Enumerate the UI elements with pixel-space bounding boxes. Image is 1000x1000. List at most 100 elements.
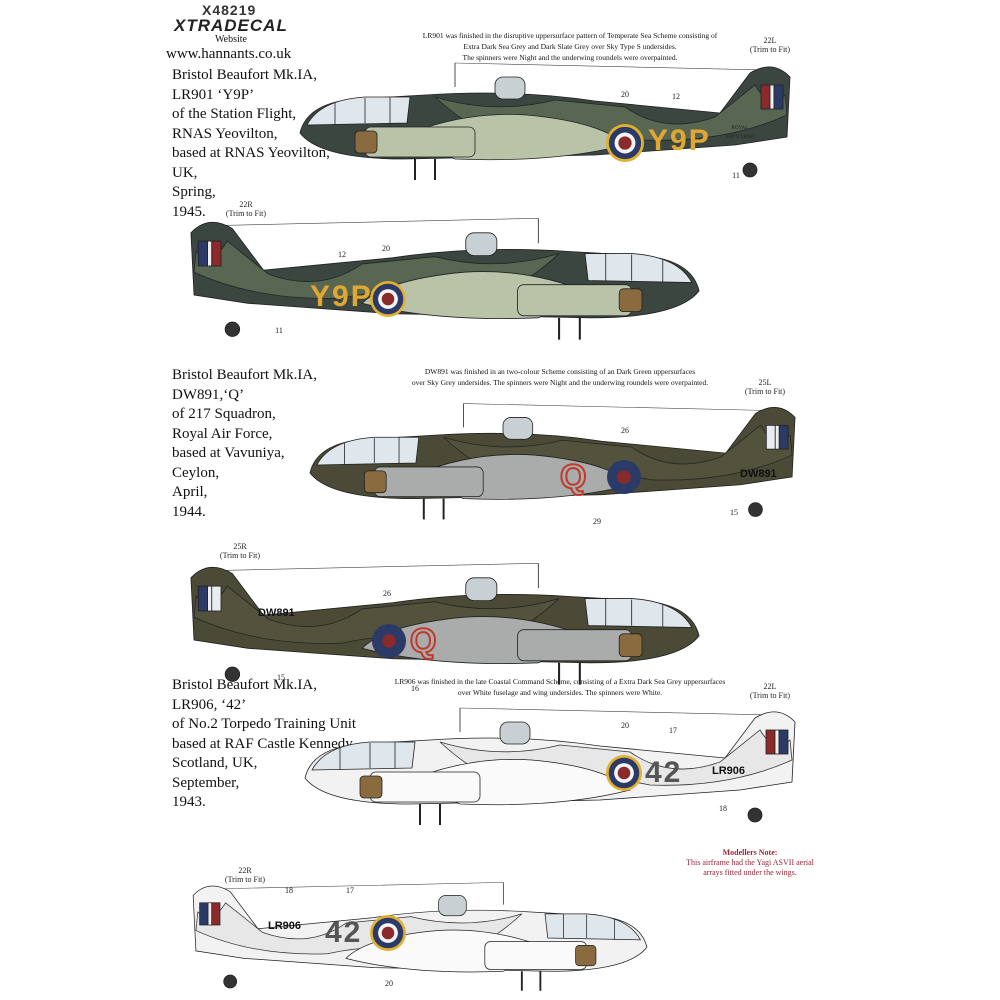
title-line: 1945.	[172, 203, 206, 220]
note-line: DW891 was finished in an two-colour Sche…	[424, 367, 696, 376]
spinner	[618, 288, 643, 313]
tail-wheel	[224, 321, 241, 337]
dorsal-turret	[502, 417, 534, 440]
tail-wheel	[748, 502, 763, 517]
callout-fin-flash: 22L(Trim to Fit)	[749, 36, 791, 54]
title-line: based at RAF Castle Kennedy,	[172, 735, 356, 752]
brand-name: XTRADECAL	[174, 16, 288, 35]
spinner	[618, 633, 643, 658]
callout-number: 11	[732, 171, 740, 180]
dorsal-turret	[465, 232, 498, 257]
callout-number: 11	[275, 326, 283, 335]
code-42: 42	[645, 756, 683, 789]
title-line: based at Vavuniya,	[172, 445, 285, 461]
code-letters-y9p: Y9P	[648, 124, 711, 157]
canopy	[316, 436, 420, 466]
spinner	[364, 470, 387, 494]
callout-fin-flash: 22R(Trim to Fit)	[225, 200, 267, 218]
callout-fin-flash: 22L(Trim to Fit)	[749, 682, 791, 700]
spinner	[359, 775, 383, 799]
title-line: based at RNAS Yeovilton,	[172, 145, 330, 161]
roundel	[606, 124, 644, 167]
code-letter-q: Q	[409, 621, 439, 661]
note-line: over Sky Grey undersides. The spinners w…	[411, 378, 709, 387]
scheme-title-lr901: Bristol Beaufort Mk.IA, LR901 ‘Y9P’ of t…	[172, 66, 330, 222]
fin-flash-red	[760, 84, 771, 110]
engine-nacelle	[369, 771, 481, 803]
engine-nacelle	[517, 284, 633, 317]
roundel-red	[618, 136, 632, 150]
aircraft-profile-lr901-port	[299, 62, 791, 180]
product-code: X48219	[202, 2, 257, 18]
note-line: LR901 was finished in the disruptive upp…	[422, 31, 718, 40]
engine-nacelle	[517, 629, 633, 662]
canopy	[544, 913, 641, 941]
modellers-note-title: Modellers Note:	[722, 848, 778, 857]
fin-flash-white	[769, 84, 775, 110]
fin-flash-red	[211, 240, 222, 267]
callout-number: 26	[383, 589, 391, 598]
scheme-note-dw891: DW891 was finished in an two-colour Sche…	[310, 366, 810, 388]
website-label: Website	[215, 34, 247, 45]
tail-wheel	[742, 162, 758, 178]
roundel	[372, 624, 406, 663]
title-line: LR901 ‘Y9P’	[172, 86, 255, 103]
callout-fin-flash: 25R(Trim to Fit)	[219, 542, 261, 560]
engine-nacelle	[484, 941, 588, 970]
roundel-red	[381, 926, 395, 940]
title-line: Royal Air Force,	[172, 425, 273, 442]
fin-flash-blue	[197, 585, 208, 612]
callout-number: 26	[621, 426, 629, 435]
scheme-title-lr906: Bristol Beaufort Mk.IA, LR906, ‘42’ of N…	[172, 676, 356, 813]
serial-dw891: DW891	[258, 607, 295, 619]
fin-flash-white	[774, 729, 780, 755]
serial-lr901: ROYAL NAVY LR901	[725, 126, 755, 140]
note-line: over White fuselage and wing undersides.…	[457, 688, 663, 697]
callout-number: 20	[385, 979, 393, 988]
callout-number: 16	[411, 684, 419, 693]
dorsal-turret	[499, 721, 531, 745]
aircraft-profile-lr906-port	[304, 707, 796, 825]
tail-wheel	[747, 807, 763, 823]
modellers-note-line: arrays fitted under the wings.	[703, 868, 797, 877]
aerial-wire	[463, 403, 771, 411]
aerial-wire	[216, 217, 539, 226]
modellers-note-line: This airframe had the Yagi ASVII aerial	[686, 858, 814, 867]
website-link[interactable]: www.hannants.co.uk	[166, 46, 292, 62]
callout-number: 18	[285, 886, 293, 895]
fin-flash-red	[765, 424, 776, 450]
fin-flash-blue	[199, 902, 209, 926]
dorsal-turret	[438, 895, 467, 917]
fin-flash-blue	[778, 729, 789, 755]
note-line: Extra Dark Sea Grey and Dark Slate Grey …	[463, 42, 677, 51]
callout-number: 18	[719, 804, 727, 813]
scheme-title-dw891: Bristol Beaufort Mk.IA, DW891,‘Q’ of 217…	[172, 366, 317, 522]
aircraft-profile-dw891-port	[309, 403, 796, 520]
callout-number: 15	[277, 673, 285, 682]
canopy	[584, 253, 693, 284]
roundel-red	[617, 766, 631, 780]
title-line: LR906, ‘42’	[172, 696, 247, 713]
title-line: of 217 Squadron,	[172, 406, 276, 422]
aircraft-profile-lr901-starboard	[190, 217, 700, 340]
title-line: Scotland, UK,	[172, 755, 258, 771]
dorsal-turret	[465, 577, 498, 602]
title-line: September,	[172, 774, 240, 791]
fin-flash-red	[211, 902, 221, 926]
note-line: The spinners were Night and the underwin…	[462, 53, 678, 62]
callout-number: 20	[621, 90, 629, 99]
callout-fin-flash: 22R(Trim to Fit)	[224, 866, 266, 884]
roundel	[607, 460, 641, 499]
tail-wheel	[223, 974, 238, 989]
fin-flash-white	[774, 424, 780, 450]
callout-number: 20	[382, 244, 390, 253]
title-line: 1944.	[172, 503, 206, 520]
title-line: RNAS Yeovilton,	[172, 125, 278, 142]
engine-nacelle	[364, 126, 476, 158]
fin-flash-blue	[197, 240, 208, 267]
fin-flash-red	[765, 729, 776, 755]
title-line: DW891,‘Q’	[172, 386, 245, 403]
fin-flash-white	[207, 902, 213, 926]
aerial-wire	[454, 62, 766, 71]
aircraft-profile-lr906-starboard	[192, 882, 648, 991]
